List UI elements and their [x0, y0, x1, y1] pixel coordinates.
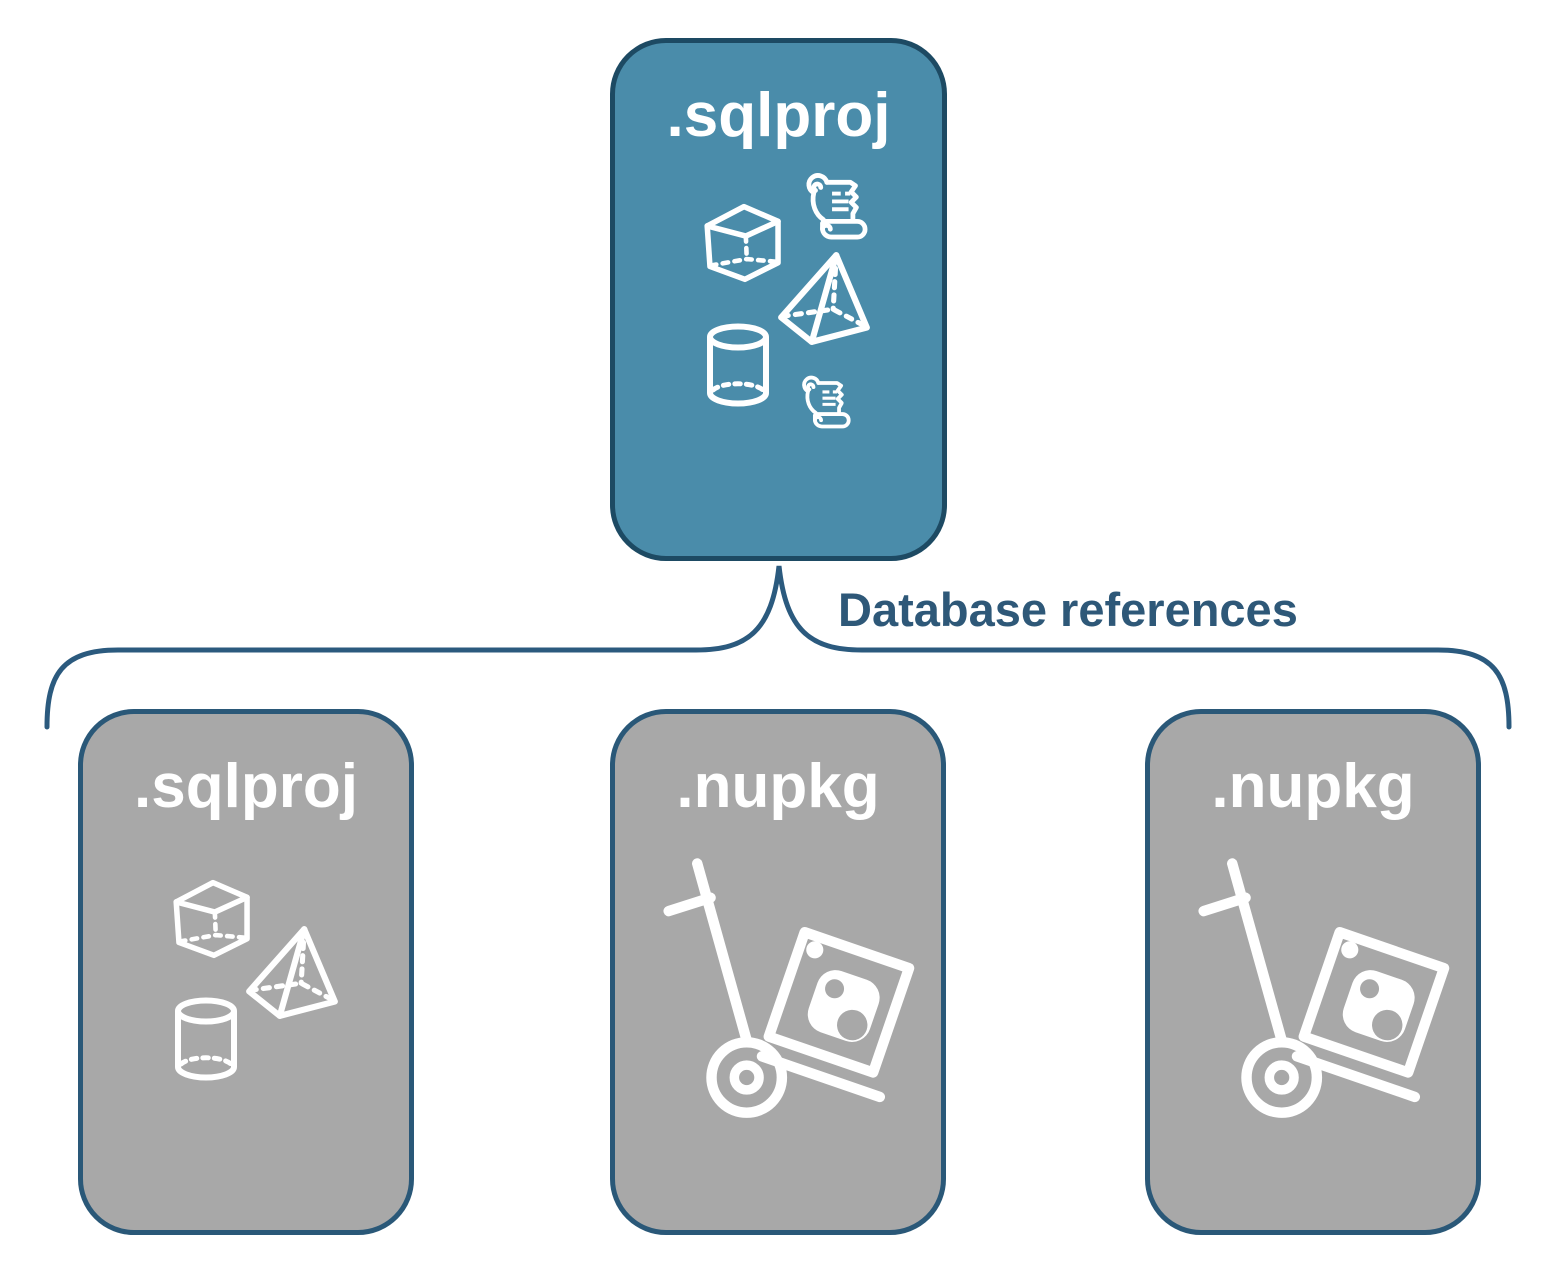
child-nupkg-box-1: .nupkg	[610, 709, 946, 1235]
connector-label: Database references	[838, 583, 1298, 636]
nuget-handtruck-icon	[1198, 852, 1450, 1128]
pyramid-icon	[773, 250, 875, 346]
nuget-handtruck-icon	[663, 852, 915, 1128]
root-sqlproj-box: .sqlproj	[610, 38, 947, 561]
scroll-icon	[799, 171, 879, 244]
child-box-title: .nupkg	[676, 752, 880, 821]
child-sqlproj-box: .sqlproj	[78, 709, 414, 1235]
child-box-title: .sqlproj	[134, 752, 358, 821]
child-box-title: .nupkg	[1211, 752, 1415, 821]
root-box-title: .sqlproj	[666, 81, 891, 150]
cylinder-icon	[172, 997, 240, 1083]
child-nupkg-box-2: .nupkg	[1145, 709, 1481, 1235]
scroll-icon	[796, 374, 860, 432]
cylinder-icon	[704, 323, 772, 409]
pyramid-icon	[241, 924, 343, 1020]
